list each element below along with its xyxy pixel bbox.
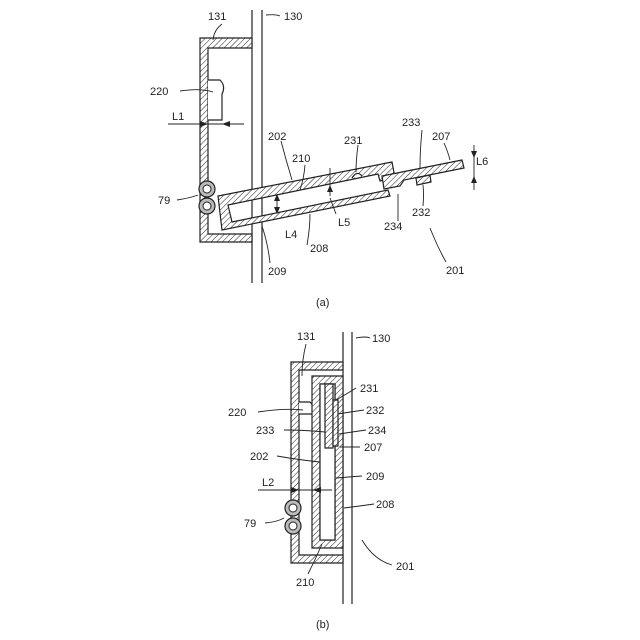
label-232-b: 232 [366,405,384,417]
label-L1: L1 [172,111,184,123]
label-220: 220 [150,86,168,98]
label-210: 210 [292,153,310,165]
label-220-b: 220 [228,407,246,419]
label-L4: L4 [285,229,297,241]
label-234: 234 [384,221,402,233]
wall-130 [252,10,262,283]
label-207: 207 [432,131,450,143]
label-231: 231 [344,135,362,147]
slider-207-b [325,384,333,448]
figure-b: 131 130 231 220 232 233 234 207 202 209 … [228,331,414,631]
label-L6: L6 [476,156,488,168]
label-201: 201 [446,265,464,277]
label-79-b: 79 [244,518,256,530]
caption-b: (b) [316,619,329,631]
leaders-a [177,15,450,263]
caption-a: (a) [316,297,329,309]
label-131-b: 131 [297,331,315,343]
label-210-b: 210 [296,577,314,589]
label-231-b: 231 [360,383,378,395]
label-234-b: 234 [368,425,386,437]
label-202: 202 [268,131,286,143]
tab-234-b [333,400,338,446]
label-233: 233 [402,117,420,129]
label-208-b: 208 [376,499,394,511]
label-130-b: 130 [372,333,390,345]
wall-130-b [343,332,352,604]
label-202-b: 202 [250,451,268,463]
label-79: 79 [158,195,170,207]
label-207-b: 207 [364,442,382,454]
slider-207 [382,160,464,189]
figure-a: 131 130 220 L1 202 231 233 207 210 L6 79… [150,10,488,309]
label-201-b: 201 [396,561,414,573]
label-209: 209 [268,266,286,278]
label-208: 208 [310,243,328,255]
dim-L4 [274,194,280,214]
recess-220 [208,80,224,120]
label-130: 130 [284,11,302,23]
label-131: 131 [208,11,226,23]
label-232: 232 [412,207,430,219]
label-233-b: 233 [256,425,274,437]
label-209-b: 209 [366,471,384,483]
label-L2: L2 [262,477,274,489]
cover-202 [218,162,395,230]
label-L5: L5 [338,217,350,229]
